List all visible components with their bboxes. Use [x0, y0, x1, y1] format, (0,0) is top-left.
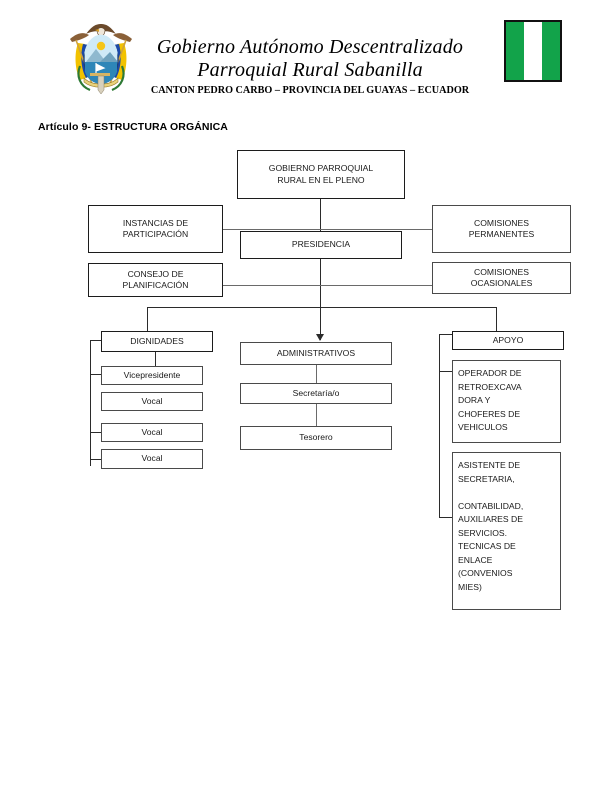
edge-rail-stub-vocal-2 [90, 432, 102, 433]
node-label: COMISIONES OCASIONALES [470, 266, 533, 289]
edge-consejo-comisiones-ocasionales [223, 285, 432, 286]
sabanilla-flag-icon [504, 20, 562, 82]
edge-administrativos-secretaria [316, 365, 317, 384]
node-comisiones-permanentes[interactable]: COMISIONES PERMANENTES [432, 205, 571, 253]
header-line-3: CANTON PEDRO CARBO – PROVINCIA DEL GUAYA… [150, 85, 470, 96]
arrowhead-administrativos [316, 334, 324, 341]
node-label: Secretaría/o [292, 387, 340, 398]
node-label: DIGNIDADES [130, 335, 184, 346]
edge-dignidades-vicepresidente [155, 352, 156, 366]
node-vicepresidente[interactable]: Vicepresidente [101, 366, 203, 385]
flag-stripe-white [524, 22, 542, 80]
node-secretaria[interactable]: Secretaría/o [240, 383, 392, 404]
node-label: Vocal [141, 426, 163, 437]
flag-stripe-green-left [506, 22, 524, 80]
node-label: Vicepresidente [123, 369, 181, 380]
node-label: INSTANCIAS DE PARTICIPACIÓN [122, 217, 189, 240]
header-line-1: Gobierno Autónomo Descentralizado [156, 36, 464, 58]
edge-rail-stub-vicepresidente [90, 374, 102, 375]
node-consejo-de-planificacion[interactable]: CONSEJO DE PLANIFICACIÓN [88, 263, 223, 297]
node-label: Tesorero [299, 432, 333, 443]
node-label: OPERADOR DE RETROEXCAVA DORA Y CHOFERES … [458, 368, 522, 432]
flag-stripe-green-right [542, 22, 560, 80]
node-vocal-2[interactable]: Vocal [101, 423, 203, 442]
node-label: Vocal [141, 453, 163, 464]
edge-rail-stub-dignidades [90, 340, 102, 341]
node-label: Vocal [141, 395, 163, 406]
node-gobierno-parroquial-rural-en-el-pleno[interactable]: GOBIERNO PARROQUIAL RURAL EN EL PLENO [237, 150, 405, 199]
node-label: ADMINISTRATIVOS [276, 347, 356, 358]
document-header: Gobierno Autónomo Descentralizado Parroq… [0, 0, 612, 112]
node-asistente-de-secretaria[interactable]: ASISTENTE DE SECRETARIA, CONTABILIDAD, A… [452, 452, 561, 610]
node-label: PRESIDENCIA [291, 239, 351, 250]
edge-rail-stub-asistente [439, 517, 452, 518]
node-administrativos[interactable]: ADMINISTRATIVOS [240, 342, 392, 365]
node-vocal-1[interactable]: Vocal [101, 392, 203, 411]
node-label: ASISTENTE DE SECRETARIA, CONTABILIDAD, A… [458, 460, 524, 592]
node-dignidades[interactable]: DIGNIDADES [101, 331, 213, 352]
edge-bar-to-dignidades [147, 307, 148, 332]
edge-apoyo-rail [439, 334, 440, 517]
edge-rail-stub-apoyo [439, 334, 452, 335]
node-label: COMISIONES PERMANENTES [468, 217, 535, 240]
header-line-2: Parroquial Rural Sabanilla [197, 59, 423, 81]
node-vocal-3[interactable]: Vocal [101, 449, 203, 469]
page-title: Artículo 9- ESTRUCTURA ORGÁNICA [38, 121, 228, 133]
node-label: CONSEJO DE PLANIFICACIÓN [122, 268, 189, 291]
edge-rail-stub-vocal-3 [90, 459, 102, 460]
node-tesorero[interactable]: Tesorero [240, 426, 392, 450]
edge-instancias-comisiones-permanentes [223, 229, 432, 230]
node-instancias-de-participacion[interactable]: INSTANCIAS DE PARTICIPACIÓN [88, 205, 223, 253]
edge-presidencia-administrativos [320, 259, 321, 340]
edge-dignidades-rail [90, 340, 91, 466]
node-label: GOBIERNO PARROQUIAL RURAL EN EL PLENO [268, 163, 374, 185]
node-operador-retroexcavadora[interactable]: OPERADOR DE RETROEXCAVA DORA Y CHOFERES … [452, 360, 561, 443]
ecuador-coat-of-arms-icon [62, 16, 140, 98]
node-presidencia[interactable]: PRESIDENCIA [240, 231, 402, 259]
edge-secretaria-tesorero [316, 403, 317, 426]
edge-bar-to-apoyo [496, 307, 497, 332]
edge-rail-stub-operador [439, 371, 452, 372]
edge-pleno-presidencia [320, 199, 321, 231]
edge-distribution-bar [147, 307, 497, 308]
node-comisiones-ocasionales[interactable]: COMISIONES OCASIONALES [432, 262, 571, 294]
header-title-block: Gobierno Autónomo Descentralizado Parroq… [140, 36, 480, 97]
node-apoyo[interactable]: APOYO [452, 331, 564, 350]
node-label: APOYO [492, 334, 524, 345]
